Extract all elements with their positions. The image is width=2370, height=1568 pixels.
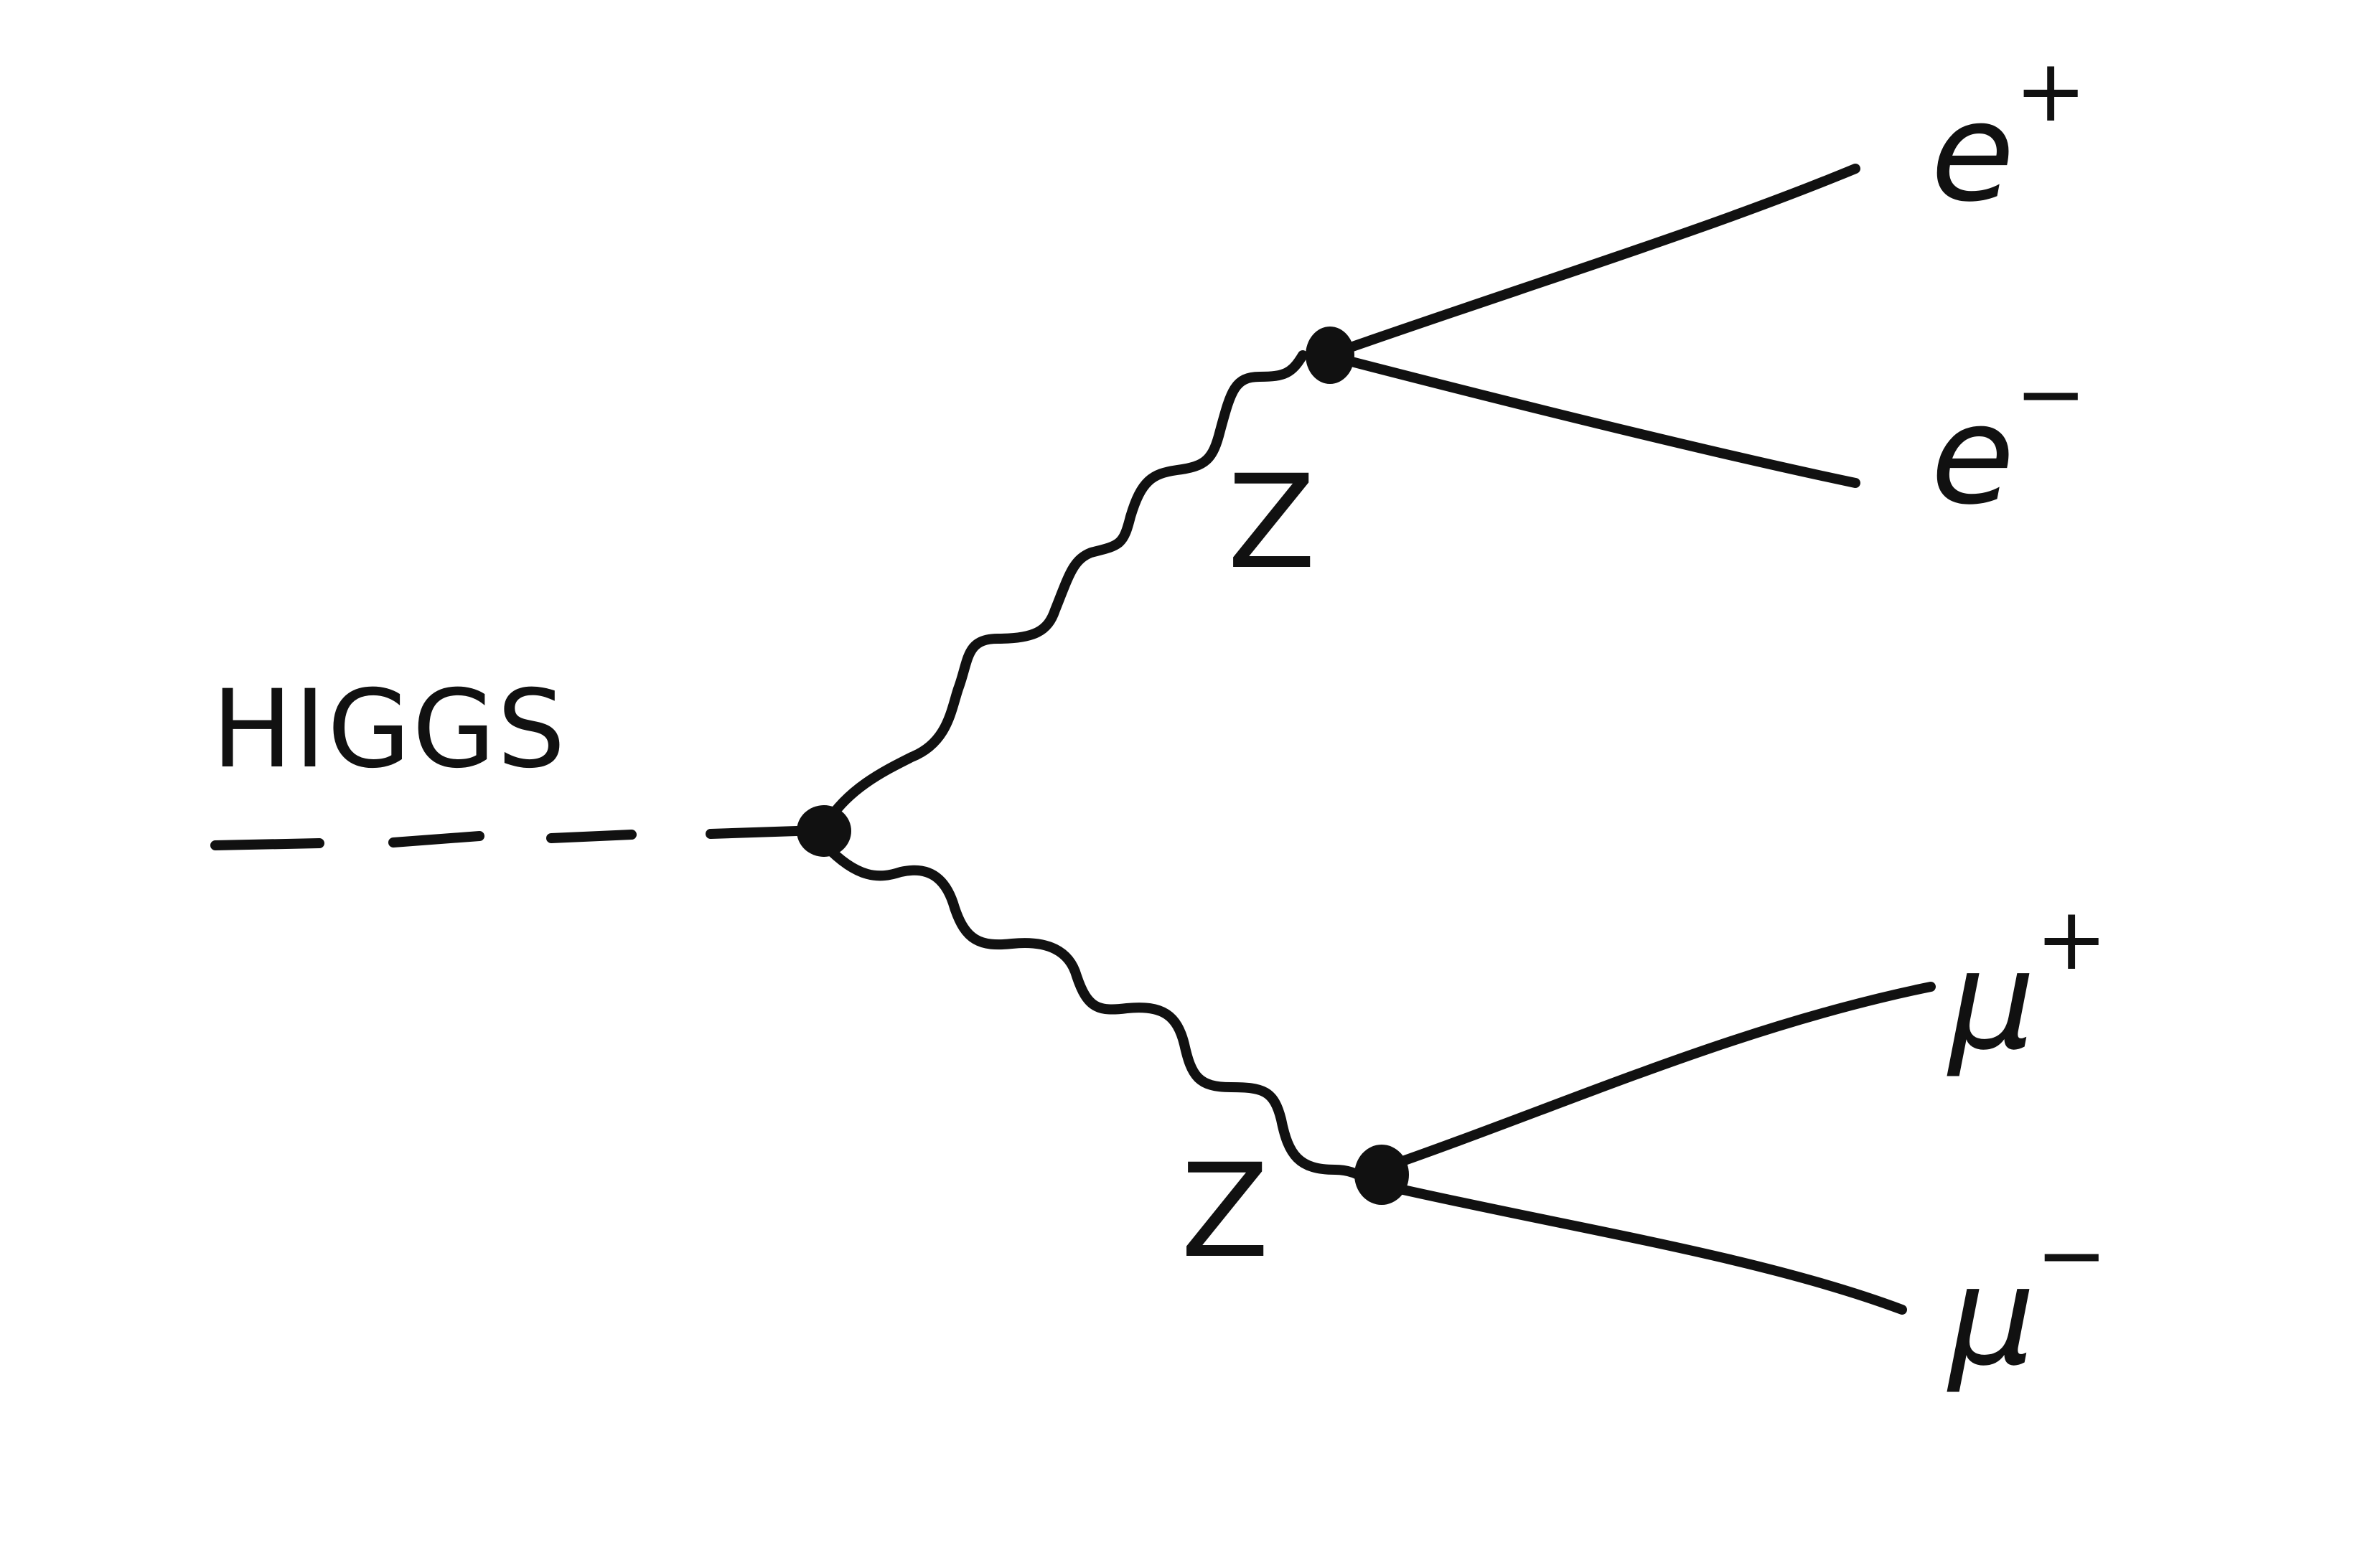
mu-plus-sup: + bbox=[2036, 890, 2108, 990]
e-plus-label: e+ bbox=[1931, 42, 2086, 232]
z-boson-upper-wavy-line bbox=[820, 350, 1308, 830]
upper-z-vertex bbox=[1306, 327, 1354, 384]
higgs-dash-1 bbox=[210, 838, 324, 850]
higgs-dash-2 bbox=[388, 831, 484, 848]
higgs-vertex bbox=[797, 805, 851, 857]
z-lower-label: Z bbox=[1181, 1137, 1269, 1287]
e-plus-sup: + bbox=[2015, 42, 2087, 141]
vertices bbox=[797, 327, 1409, 1205]
mu-minus-line bbox=[1373, 1179, 1907, 1315]
fermion-lines bbox=[1323, 164, 1936, 1315]
z-upper-label: Z bbox=[1227, 448, 1316, 598]
e-minus-label: e− bbox=[1931, 344, 2086, 535]
e-plus-base: e bbox=[1931, 73, 2015, 232]
mu-minus-label: μ− bbox=[1947, 1206, 2107, 1396]
e-minus-line bbox=[1330, 352, 1860, 488]
higgs-dash-3 bbox=[546, 830, 637, 843]
mu-minus-sup: − bbox=[2036, 1206, 2108, 1305]
e-minus-sup: − bbox=[2015, 344, 2087, 444]
mu-plus-base: μ bbox=[1947, 921, 2036, 1080]
higgs-label: HIGGS bbox=[212, 667, 567, 792]
lower-z-vertex bbox=[1354, 1145, 1409, 1205]
mu-minus-base: μ bbox=[1947, 1237, 2036, 1396]
e-minus-base: e bbox=[1931, 376, 2015, 535]
e-plus-line bbox=[1323, 164, 1860, 360]
mu-plus-label: μ+ bbox=[1947, 890, 2107, 1080]
z-boson-lower-wavy-line bbox=[820, 840, 1376, 1189]
mu-plus-line bbox=[1373, 982, 1936, 1175]
labels: HIGGS Z Z e+ e− μ+ μ− bbox=[212, 42, 2107, 1396]
higgs-dashed-line bbox=[210, 825, 823, 850]
